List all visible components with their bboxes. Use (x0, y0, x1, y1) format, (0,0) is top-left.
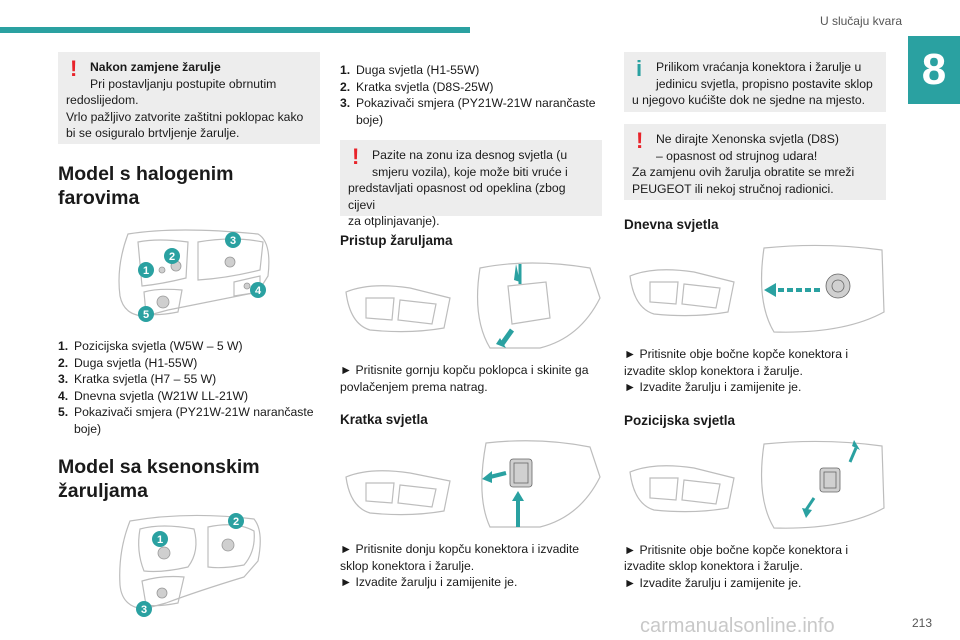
bulb-access-figure (345, 262, 601, 349)
info-box-refit: i Prilikom vraćanja konektora i žarulje … (624, 52, 886, 112)
warning-box-after-replacement: ! Nakon zamjene žarulje Pri postavljanju… (58, 52, 320, 144)
warning-text-line: bi se osiguralo brtvljenje žarulje. (66, 126, 240, 140)
warning-text-line: Za zamjenu ovih žarulja obratite se mrež… (632, 165, 855, 179)
heading-bulb-access: Pristup žaruljama (340, 233, 453, 248)
low-beam-instruction-2: ► Izvadite žarulju i zamijenite je. (340, 575, 518, 589)
figure-callout: 3 (141, 604, 147, 616)
warning-box-xenon: ! Ne dirajte Xenonska svjetla (D8S) – op… (624, 124, 886, 200)
list-item: 4.Dnevna svjetla (W21W LL-21W) (58, 388, 249, 403)
heading-position-lights: Pozicijska svjetla (624, 412, 736, 428)
figure-callout: 4 (255, 285, 262, 297)
daytime-lights-figure (629, 244, 885, 333)
figure-callout: 2 (169, 251, 175, 263)
warning-text-line: smjeru vozila), koje može biti vruće i (372, 164, 568, 179)
watermark: carmanualsonline.info (640, 615, 835, 637)
xenon-bulb-list: 1.Duga svjetla (H1-55W) 2.Kratka svjetla… (340, 62, 602, 128)
header-accent-bar (0, 27, 470, 33)
page-number: 213 (911, 616, 932, 630)
warning-text-line: PEUGEOT ili nekoj stručnoj radionici. (632, 181, 834, 196)
halogen-bulb-list: 1.Pozicijska svjetla (W5W – 5 W) 2.Duga … (58, 338, 320, 437)
figure-callout: 1 (143, 265, 149, 277)
column-left: ! Nakon zamjene žarulje Pri postavljanju… (58, 52, 320, 623)
info-text-line: u njegovo kućište dok ne sjedne na mjest… (632, 93, 866, 107)
halogen-headlamp-figure: 1 2 3 4 5 (118, 229, 270, 322)
warning-icon: ! (352, 144, 360, 169)
section-title: U slučaju kvara (819, 14, 902, 28)
warning-box-hot-zone: ! Pazite na zonu iza desnog svjetla (u s… (340, 140, 602, 228)
xenon-headlamp-figure: 1 2 3 (119, 513, 261, 617)
list-item: 2.Duga svjetla (H1-55W) (58, 355, 198, 370)
warning-text-line: Pazite na zonu iza desnog svjetla (u (372, 148, 568, 162)
column-right: i Prilikom vraćanja konektora i žarulje … (624, 52, 886, 591)
heading-daytime-lights: Dnevna svjetla (624, 217, 719, 232)
position-lights-figure (629, 439, 885, 529)
figure-callout: 2 (233, 516, 239, 528)
info-text-line: Prilikom vraćanja konektora i žarulje u (656, 60, 862, 74)
heading-low-beam: Kratka svjetla (340, 412, 428, 427)
list-item: 1.Duga svjetla (H1-55W) (340, 63, 480, 77)
chapter-number-tab: 8 (908, 36, 960, 104)
daytime-lights-instruction-2: ► Izvadite žarulju i zamijenite je. (624, 380, 802, 394)
warning-text-line: predstavljati opasnost od opeklina (zbog… (348, 181, 566, 212)
warning-text-line: redoslijedom. (66, 93, 139, 107)
warning-icon: ! (636, 128, 644, 153)
figure-callout: 5 (143, 309, 149, 321)
heading-line: žaruljama (58, 480, 148, 502)
list-item: 5.Pokazivači smjera (PY21W-21W narančast… (58, 405, 314, 436)
heading-xenon-model: Model sa ksenonskim žaruljama (58, 455, 320, 503)
heading-line: Model sa ksenonskim (58, 456, 260, 478)
warning-text-line: Pri postavljanju postupite obrnutim (90, 76, 277, 91)
figure-callout: 3 (230, 235, 236, 247)
warning-text-line: za otplinjavanje). (348, 214, 440, 228)
warning-text-line: – opasnost od strujnog udara! (656, 148, 818, 163)
warning-text-line: Ne dirajte Xenonska svjetla (D8S) (656, 132, 839, 146)
low-beam-figure (345, 440, 601, 528)
low-beam-instruction-1: ► Pritisnite donju kopču konektora i izv… (340, 542, 580, 573)
info-text-line: jedinicu svjetla, propisno postavite skl… (656, 76, 873, 91)
list-item: 2.Kratka svjetla (D8S-25W) (340, 79, 494, 94)
list-item: 3.Pokazivači smjera (PY21W-21W narančast… (340, 96, 596, 127)
list-item: 1.Pozicijska svjetla (W5W – 5 W) (58, 339, 243, 353)
position-lights-instruction-2: ► Izvadite žarulju i zamijenite je. (624, 575, 802, 590)
warning-icon: ! (70, 56, 78, 81)
warning-text-line: Vrlo pažljivo zatvorite zaštitni poklopa… (66, 109, 304, 124)
figure-callout: 1 (157, 534, 163, 546)
warning-title: Nakon zamjene žarulje (90, 60, 221, 74)
info-icon: i (636, 56, 643, 81)
list-item: 3.Kratka svjetla (H7 – 55 W) (58, 372, 217, 386)
position-lights-instruction-1: ► Pritisnite obje bočne kopče konektora … (624, 542, 849, 574)
daytime-lights-instruction-1: ► Pritisnite obje bočne kopče konektora … (624, 347, 849, 378)
column-middle: 1.Duga svjetla (H1-55W) 2.Kratka svjetla… (340, 52, 602, 591)
bulb-access-instruction: ► Pritisnite gornju kopču poklopca i ski… (340, 363, 589, 394)
heading-halogen-model: Model s halogenim farovima (58, 163, 234, 209)
